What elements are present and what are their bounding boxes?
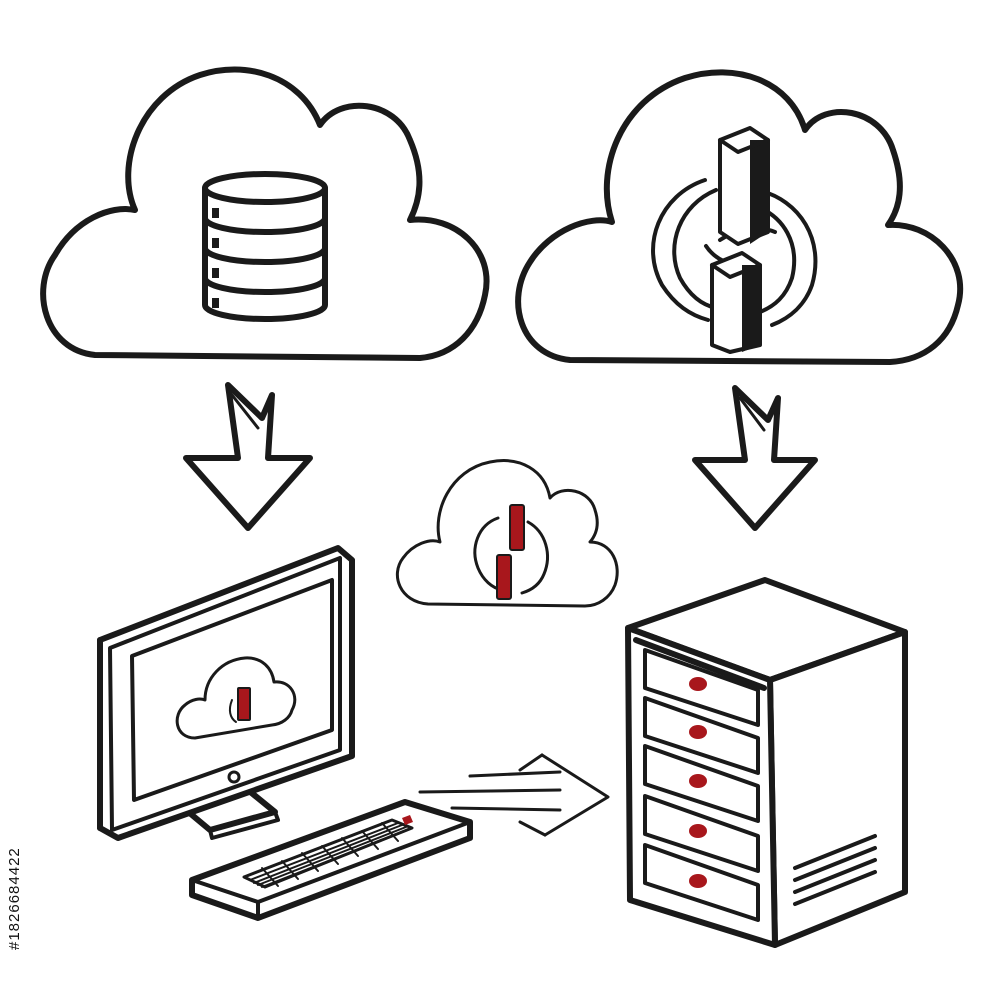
cloud-sync-icon	[518, 72, 960, 362]
database-icon	[205, 174, 325, 319]
down-arrow-right	[695, 388, 815, 528]
small-cloud-sync-icon	[397, 461, 617, 606]
desktop-computer-icon	[100, 548, 352, 838]
stock-image-id: #1826684422	[6, 750, 30, 950]
cloud-database-icon	[43, 69, 486, 358]
server-tower-icon	[628, 580, 905, 945]
down-arrow-left	[186, 385, 310, 528]
